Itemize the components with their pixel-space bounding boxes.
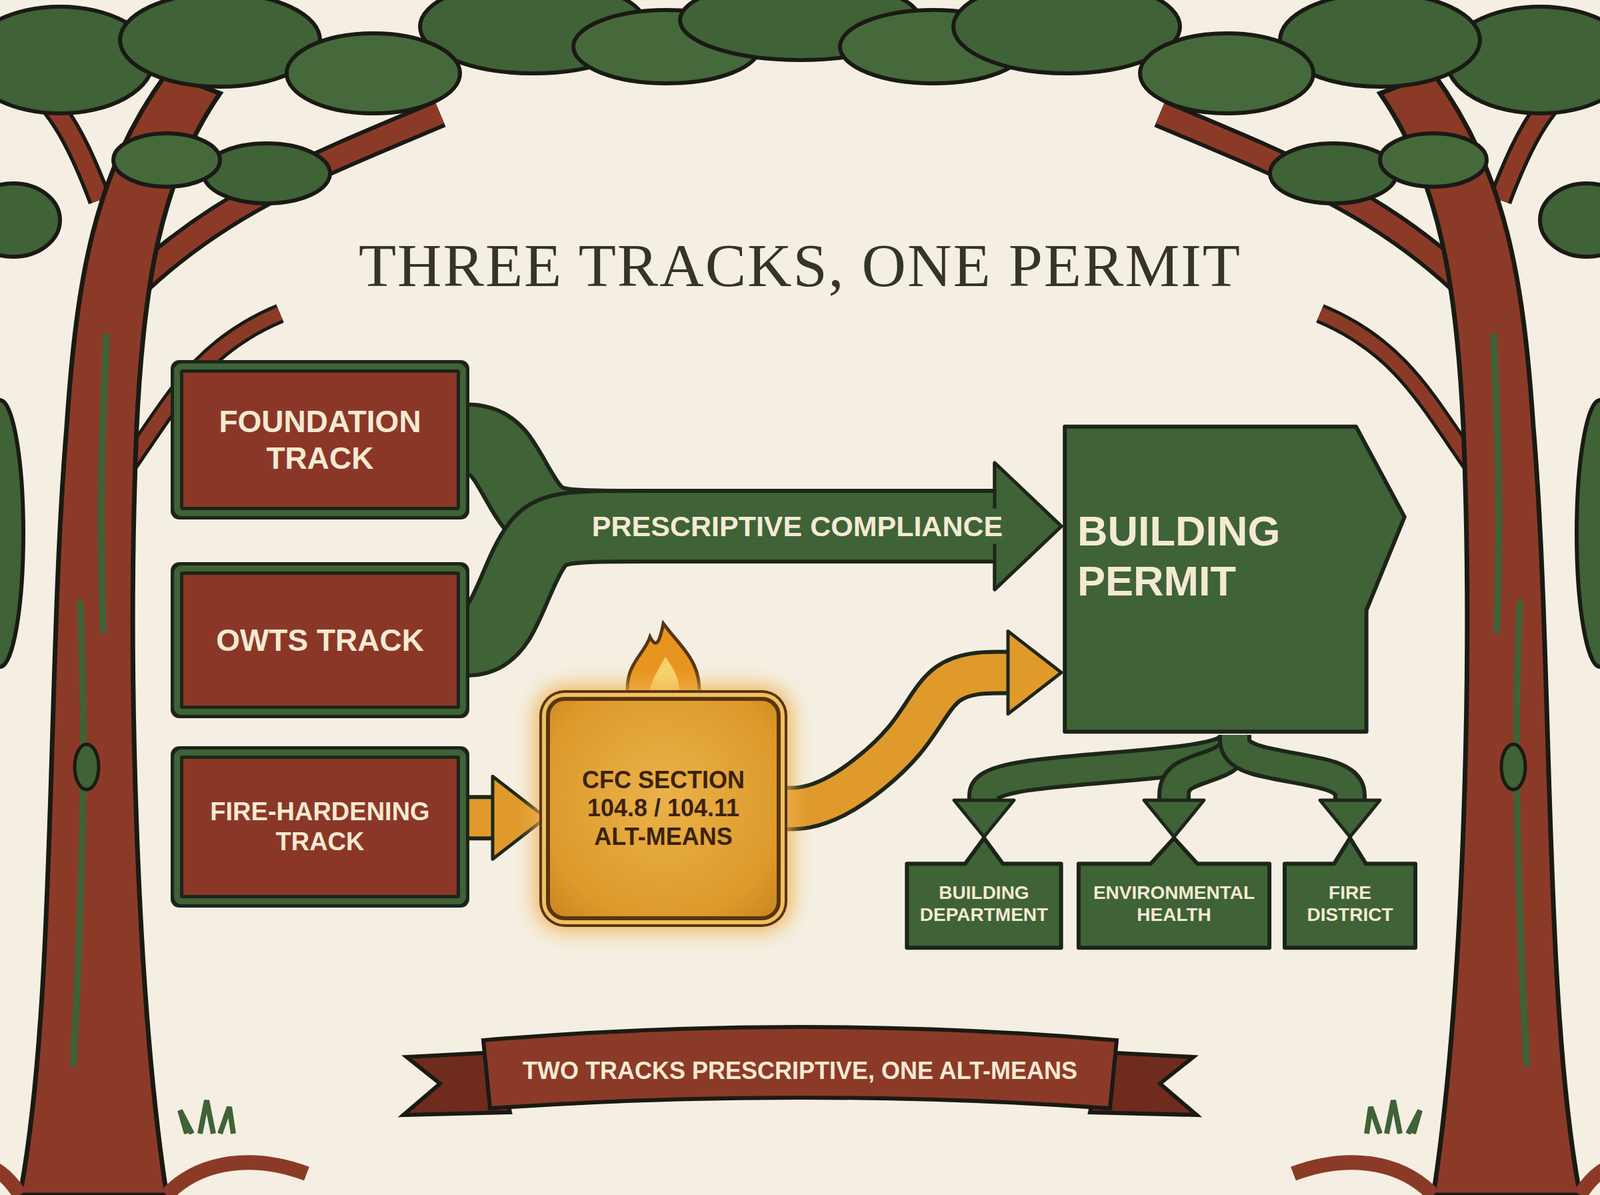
node-text: ENVIRONMENTAL HEALTH xyxy=(1083,881,1265,926)
node-text: BUILDING PERMIT xyxy=(1077,506,1136,606)
drawing-part xyxy=(650,656,680,700)
permit-box: BUILDING PERMIT xyxy=(1061,423,1408,735)
arrow-body xyxy=(984,734,1235,800)
drawing-part xyxy=(483,1026,1117,1108)
track-box: OWTS TRACK xyxy=(180,571,460,709)
agency-box: ENVIRONMENTAL HEALTH xyxy=(1076,836,1272,949)
edge-label: PRESCRIPTIVE COMPLIANCE xyxy=(586,508,1008,544)
permit-outline xyxy=(1064,426,1405,732)
flow-arrow xyxy=(984,734,1235,800)
banner-text: TWO TRACKS PRESCRIPTIVE, ONE ALT-MEANS xyxy=(513,1038,1087,1103)
arrow-outline xyxy=(1234,734,1350,800)
node-text: FOUNDATION TRACK xyxy=(195,403,445,476)
node-text: OWTS TRACK xyxy=(195,622,445,658)
arrow-body xyxy=(1234,734,1350,800)
peak-outline xyxy=(1284,838,1416,948)
agency-box: BUILDING DEPARTMENT xyxy=(905,836,1063,949)
peak-outline xyxy=(1078,838,1270,948)
track-box: FIRE-HARDENING TRACK xyxy=(180,755,460,898)
track-box: FOUNDATION TRACK xyxy=(180,369,460,510)
diagram-title: THREE TRACKS, ONE PERMIT xyxy=(0,230,1600,301)
peak-outline xyxy=(906,838,1061,948)
alt-means-box: CFC SECTION 104.8 / 104.11 ALT-MEANS xyxy=(546,696,781,920)
node-text: FIRE DISTRICT xyxy=(1290,881,1410,926)
agency-box: FIRE DISTRICT xyxy=(1283,836,1417,949)
drawing-part xyxy=(627,623,700,700)
arrow-outline xyxy=(460,794,493,840)
left-tree xyxy=(0,0,460,1195)
arrow-outline xyxy=(984,734,1235,800)
flow-arrow xyxy=(460,817,493,818)
banner-ribbon xyxy=(403,1026,1197,1115)
node-text: BUILDING DEPARTMENT xyxy=(912,881,1056,926)
node-text: CFC SECTION 104.8 / 104.11 ALT-MEANS xyxy=(562,766,765,851)
arrow-body xyxy=(460,798,493,836)
canopy xyxy=(420,0,1180,84)
flame-icon xyxy=(627,623,700,700)
node-text: FIRE-HARDENING TRACK xyxy=(195,796,445,857)
flow-arrow xyxy=(1234,734,1350,800)
